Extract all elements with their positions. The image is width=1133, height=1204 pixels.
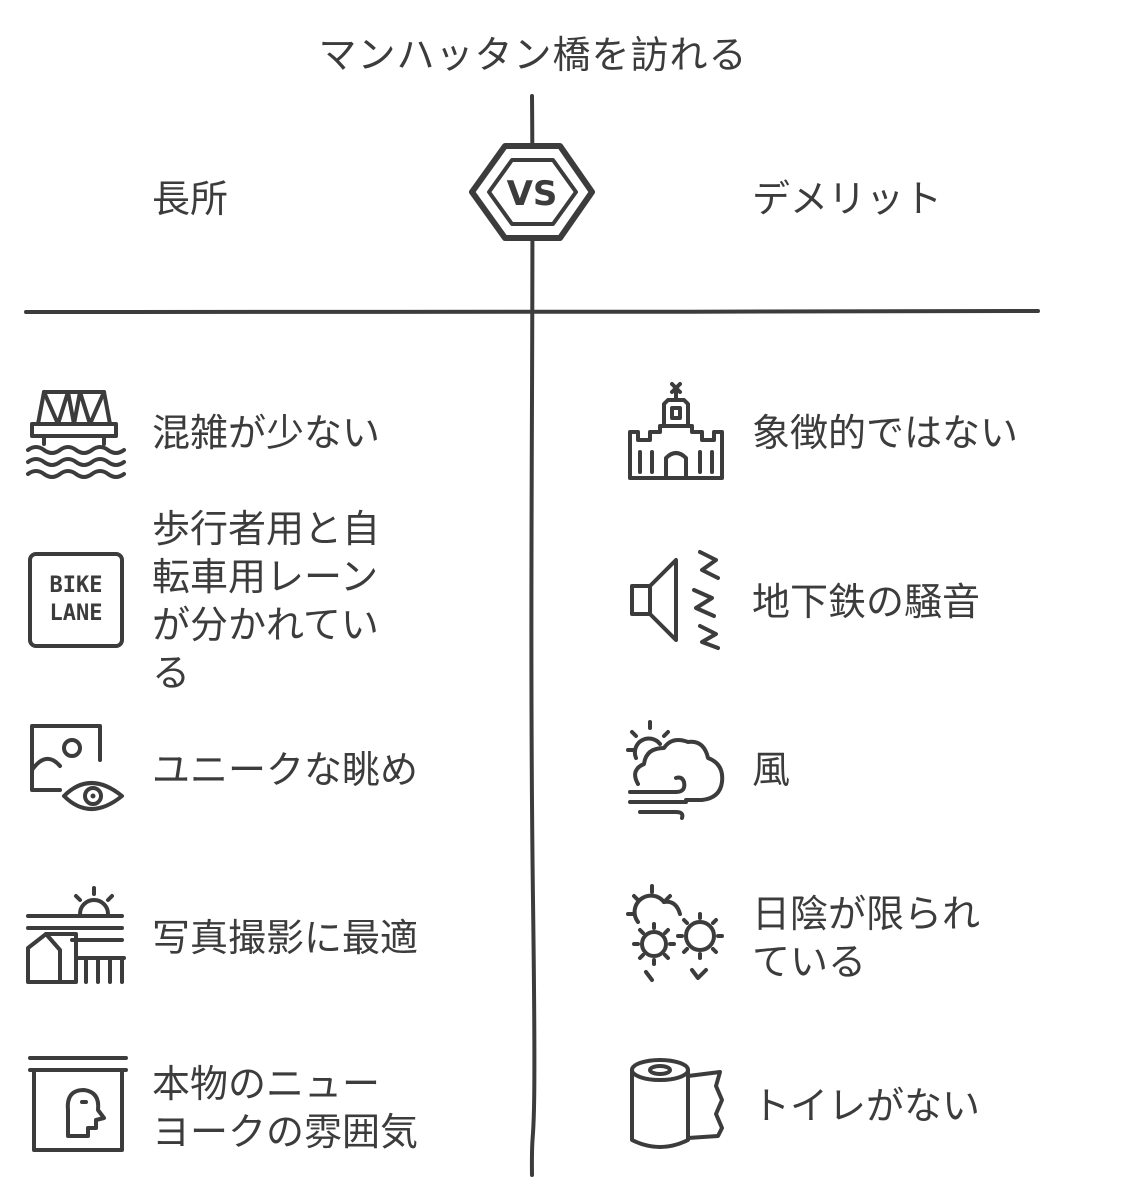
pro-item-2: 歩行者用と自 転車用レーン が分かれてい る [152, 507, 381, 695]
bike-lane-sign-top-text: BIKE [50, 573, 103, 598]
castle-icon [626, 382, 726, 482]
vs-label: VS [507, 174, 558, 214]
loud-speaker-icon [628, 550, 728, 650]
cons-heading: デメリット [752, 177, 943, 221]
vs-badge: VS [469, 143, 595, 241]
con-item-1: 象徴的ではない [752, 411, 1019, 455]
horizontal-divider [24, 309, 1040, 314]
picture-with-eye-icon [26, 720, 126, 820]
pro-item-1: 混雑が少ない [152, 411, 381, 455]
con-item-3: 風 [752, 748, 791, 792]
barn-landscape-sunrise-icon [24, 886, 126, 986]
pro-item-5: 本物のニュー ヨークの雰囲気 [152, 1062, 419, 1154]
diagram-title: マンハッタン橋を訪れる [318, 33, 748, 77]
con-item-5: トイレがない [752, 1084, 981, 1128]
vertical-divider [529, 94, 537, 1177]
windy-cloud-icon [626, 718, 726, 820]
con-item-4: 日陰が限られ ている [752, 892, 981, 984]
pro-item-3: ユニークな眺め [152, 748, 419, 792]
pro-item-4: 写真撮影に最適 [152, 916, 419, 960]
con-item-2: 地下鉄の騒音 [752, 580, 981, 624]
bike-lane-sign-bottom-text: LANE [50, 601, 103, 626]
bridge-over-water-icon [24, 384, 126, 484]
new-yorker-sign-icon [28, 1054, 128, 1154]
pros-heading: 長所 [152, 177, 229, 221]
bike-lane-sign-icon: BIKE LANE [26, 550, 126, 650]
toilet-paper-icon [628, 1056, 728, 1156]
sun-and-cloud-icon [626, 884, 726, 984]
